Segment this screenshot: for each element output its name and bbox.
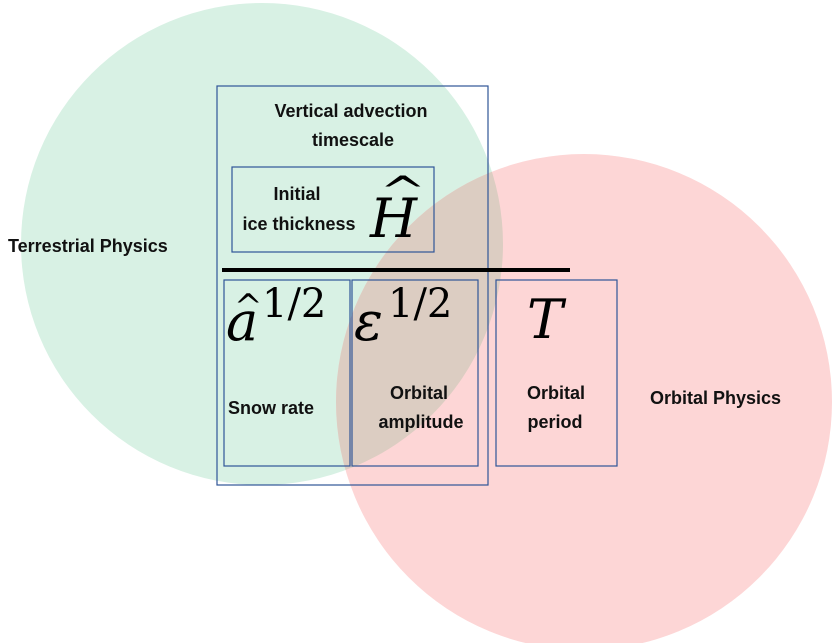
- overlap-region: [336, 154, 503, 485]
- orbital-amplitude-label-line1: Orbital: [390, 383, 448, 403]
- orbital-amplitude-label-line2: amplitude: [378, 412, 463, 432]
- timescale-title-line2: timescale: [312, 130, 394, 150]
- timescale-title-line1: Vertical advection: [274, 101, 427, 121]
- terrestrial-physics-label: Terrestrial Physics: [8, 236, 168, 256]
- orbital-period-symbol: T: [527, 288, 567, 351]
- ice-thickness-label-line2: ice thickness: [242, 214, 355, 234]
- orbital-period-label-line2: period: [527, 412, 582, 432]
- snow-rate-exponent: 1/2: [262, 281, 326, 327]
- orbital-physics-label: Orbital Physics: [650, 388, 781, 408]
- timescale-box: [216, 85, 489, 486]
- orbital-amplitude-exponent: 1/2: [388, 281, 452, 327]
- snow-rate-label: Snow rate: [228, 398, 314, 418]
- orbital-period-label-line1: Orbital: [527, 383, 585, 403]
- ice-thickness-symbol: H: [369, 187, 418, 250]
- orbital-amplitude-symbol: ε: [354, 290, 383, 353]
- ice-thickness-label-line1: Initial: [273, 184, 320, 204]
- orbital-period-box: [495, 279, 618, 467]
- snow-rate-accent: ^: [234, 287, 263, 327]
- ice-thickness-box: [231, 166, 435, 253]
- snow-rate-box: [223, 279, 351, 467]
- ice-thickness-accent: ^: [379, 169, 426, 215]
- orbital-amplitude-box: [351, 279, 479, 467]
- snow-rate-symbol: a: [226, 290, 258, 353]
